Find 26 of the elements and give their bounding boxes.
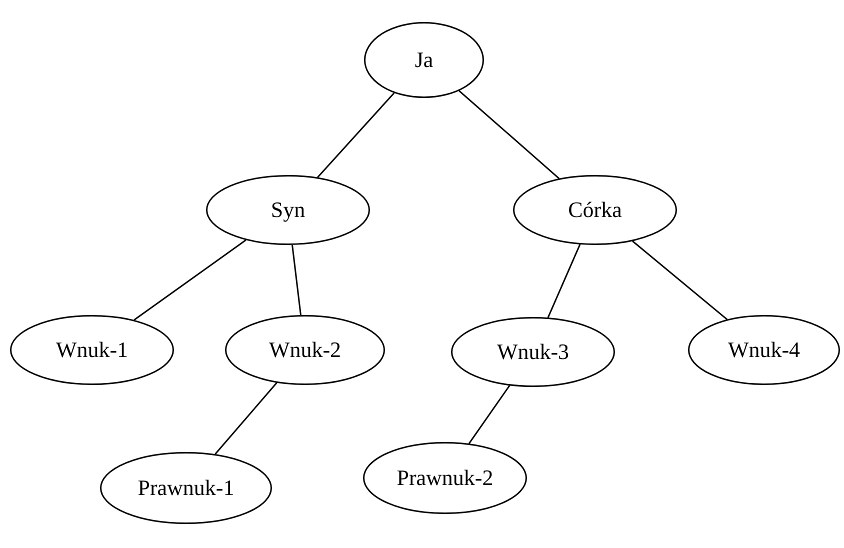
node-label: Córka — [568, 197, 622, 223]
connector-line — [632, 240, 728, 320]
node-label: Wnuk-1 — [56, 337, 128, 363]
connector-line — [214, 382, 278, 455]
connector-line — [292, 244, 302, 316]
ellipse-node — [688, 315, 840, 385]
connector-line — [458, 90, 560, 180]
connector-line — [134, 239, 246, 321]
ellipse-node — [206, 175, 370, 245]
node-label: Syn — [270, 197, 306, 223]
ellipse-node — [364, 22, 484, 98]
node-label: Prawnuk-1 — [138, 475, 234, 501]
ellipse-node — [451, 317, 615, 387]
connector-line — [468, 385, 510, 444]
connector-line — [317, 92, 395, 178]
node-label: Wnuk-3 — [496, 339, 570, 365]
connector-line — [547, 244, 581, 318]
ellipse-node — [513, 175, 677, 245]
ellipse-node — [225, 315, 385, 385]
node-label: Wnuk-2 — [268, 337, 342, 363]
ellipse-node — [100, 452, 272, 524]
node-label: Prawnuk-2 — [396, 465, 494, 491]
ellipse-node — [363, 442, 527, 514]
ellipse-node — [10, 315, 174, 385]
node-label: Wnuk-4 — [728, 337, 800, 363]
node-label: Ja — [414, 47, 434, 73]
